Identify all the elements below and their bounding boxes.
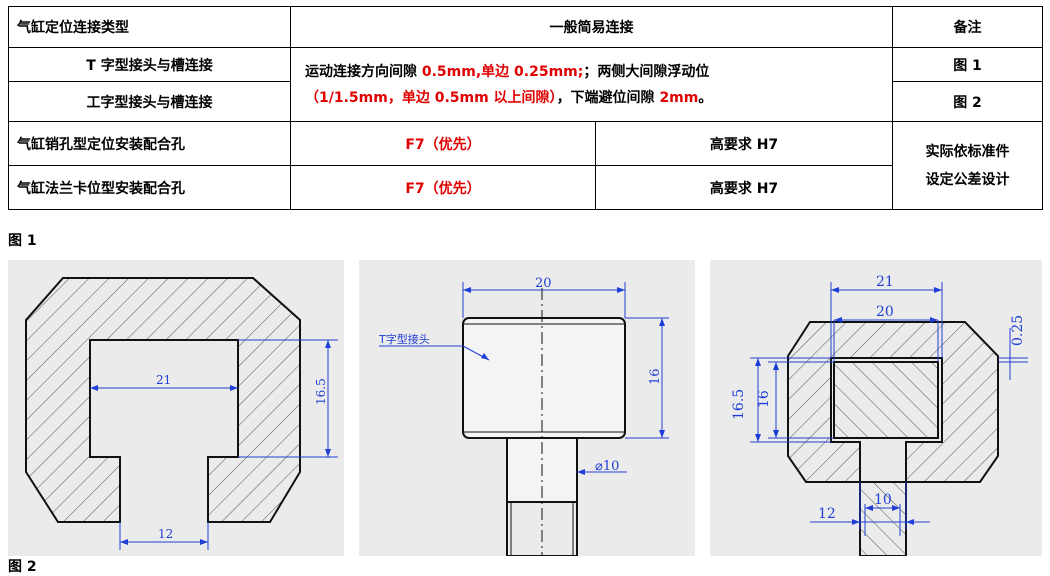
dim-opening-12: 12	[158, 527, 173, 541]
table-row: 工字型接头与槽连接 图 2	[8, 81, 1043, 122]
figure-label: 图 1	[8, 233, 37, 249]
dim-slot-12: 12	[818, 506, 836, 522]
desc-text: 运动连接方向间隙	[305, 63, 422, 80]
desc-text: ，下端避位间隙	[556, 89, 660, 106]
dim-height-16: 16	[648, 368, 663, 385]
desc-text: 。	[698, 89, 713, 106]
drawing-slot-section: 21 16.5 12	[8, 260, 344, 556]
dim-gap-0-25: 0.25	[1010, 315, 1026, 346]
desc-red-text: 2mm	[659, 89, 699, 106]
row-flange-label: 气缸法兰卡位型安装配合孔	[8, 165, 291, 210]
header-type: 气缸定位连接类型	[8, 6, 291, 48]
table-row: T 字型接头与槽连接 运动连接方向间隙 0.5mm,单边 0.25mm;；两侧大…	[8, 47, 1043, 122]
row-t-note: 图 1	[892, 47, 1043, 82]
dim-height-16-5: 16.5	[314, 378, 328, 405]
drawing-t-joint: 20 16 ⌀10 T字型接头	[359, 260, 695, 556]
dim-height-16-5: 16.5	[731, 389, 747, 420]
dim-outer-21: 21	[876, 274, 894, 290]
row-i-label: 工字型接头与槽连接	[8, 81, 291, 122]
header-simple-connection: 一般简易连接	[290, 6, 893, 48]
desc-red-text: 0.5mm,单边 0.25mm;	[421, 63, 584, 80]
desc-text: ；两侧大间隙浮动位	[583, 63, 710, 80]
callout-t-joint: T字型接头	[378, 332, 430, 346]
dim-neck-10: ⌀10	[595, 459, 619, 474]
desc-red-text: （1/1.5mm，单边 0.5mm 以上间隙）	[305, 89, 557, 106]
row-flange-fit: F7（优先）	[290, 165, 596, 210]
dim-width-21: 21	[156, 373, 171, 387]
drawing-assembly-section: 21 20 0.25 16.5 16 10 12	[710, 260, 1042, 556]
row-pin-high: 高要求 H7	[595, 121, 893, 166]
joint-head-inserted	[833, 361, 939, 439]
figure-label-2: 图 2	[8, 559, 37, 575]
table-row: 气缸销孔型定位安装配合孔 F7（优先） 高要求 H7 实际依标准件 设定公差设计	[8, 121, 1043, 210]
merged-description: 运动连接方向间隙 0.5mm,单边 0.25mm;；两侧大间隙浮动位 （1/1.…	[290, 47, 893, 122]
t-joint-svg: 20 16 ⌀10 T字型接头	[359, 260, 695, 556]
header-remarks: 备注	[892, 6, 1043, 48]
dim-neck-10: 10	[874, 492, 892, 508]
row-flange-high: 高要求 H7	[595, 165, 893, 210]
joint-head	[462, 317, 626, 439]
spec-table: 气缸定位连接类型 一般简易连接 备注 T 字型接头与槽连接 运动连接方向间隙 0…	[8, 6, 1043, 210]
assembly-svg: 21 20 0.25 16.5 16 10 12	[710, 260, 1042, 556]
dim-height-16: 16	[756, 390, 772, 408]
row-pin-fit: F7（优先）	[290, 121, 596, 166]
merged-note: 实际依标准件 设定公差设计	[892, 121, 1043, 210]
dim-width-20: 20	[535, 276, 552, 291]
row-pin-label: 气缸销孔型定位安装配合孔	[8, 121, 291, 166]
slot-section-svg: 21 16.5 12	[8, 260, 344, 556]
table-row: 气缸法兰卡位型安装配合孔 F7（优先） 高要求 H7	[8, 165, 1043, 210]
table-header-row: 气缸定位连接类型 一般简易连接 备注	[8, 6, 1043, 48]
note-line: 设定公差设计	[925, 171, 1010, 188]
row-i-note: 图 2	[892, 81, 1043, 122]
dim-inner-20: 20	[876, 304, 894, 320]
note-line: 实际依标准件	[925, 143, 1010, 160]
row-t-label: T 字型接头与槽连接	[8, 47, 291, 82]
